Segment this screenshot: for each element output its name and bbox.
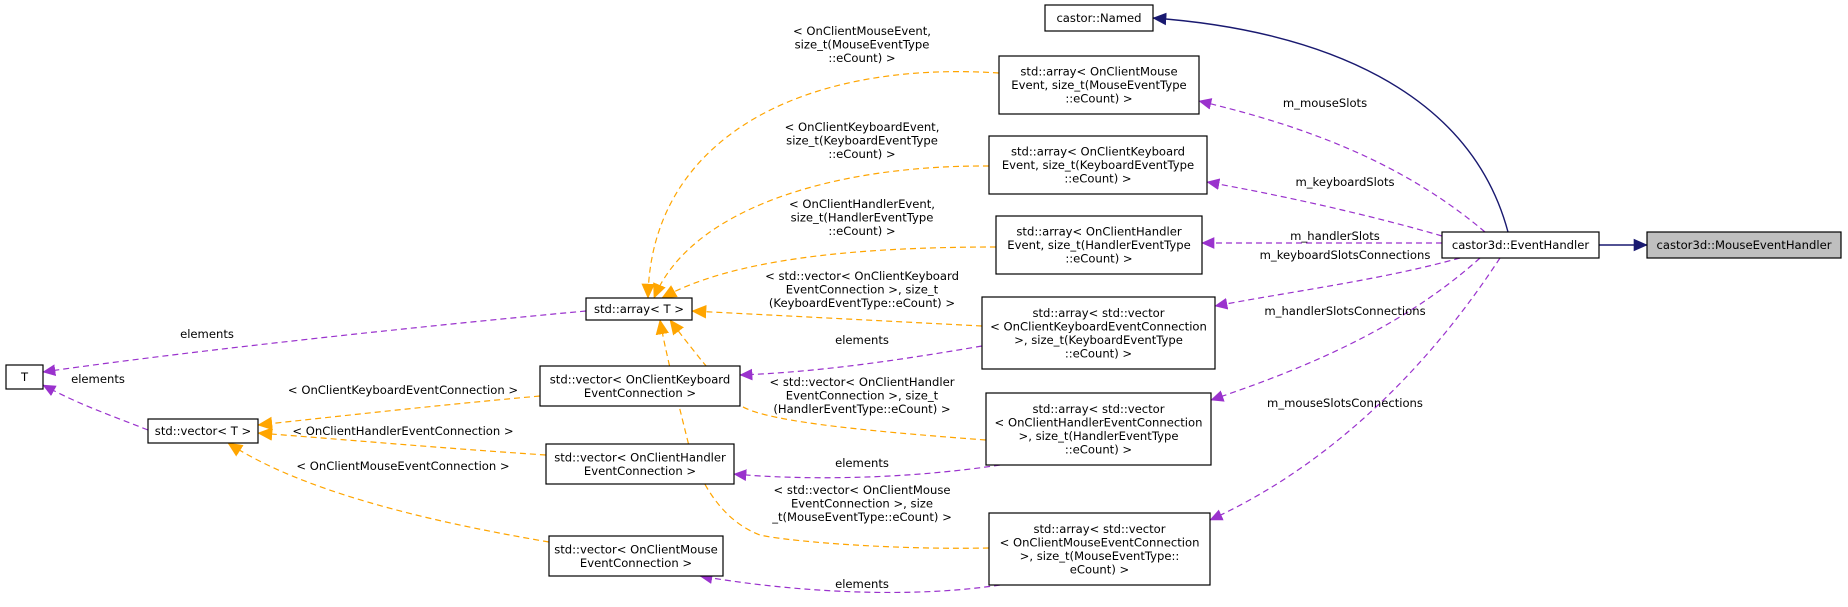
edge-label-use-vector-t-elements: elements <box>71 372 125 386</box>
node-named[interactable]: castor::Named <box>1044 4 1154 32</box>
edge-inherit-named <box>1152 12 1509 233</box>
edge-tpl-array-vec-mouse <box>655 319 990 549</box>
edge-tpl-vector-mouse <box>227 442 550 543</box>
node-box-named <box>1044 4 1154 32</box>
node-box-mouse-event-handler <box>1646 231 1842 259</box>
edge-label-use-keyboard-conn: m_keyboardSlotsConnections <box>1260 248 1431 262</box>
node-box-t <box>5 364 44 390</box>
edge-use-mouse-slots <box>1198 98 1486 233</box>
node-array-vec-mouse[interactable]: std::array< std::vector< OnClientMouseEv… <box>988 512 1211 586</box>
node-box-array-handler <box>995 215 1203 275</box>
node-box-vector-mouse <box>548 535 724 577</box>
edge-use-vkb-elements <box>739 345 983 381</box>
edge-use-mouse-conn <box>1209 257 1501 521</box>
edge-tpl-array-keyboard <box>653 165 990 299</box>
node-box-array-vec-keyboard <box>981 296 1216 370</box>
edge-tpl-vector-handler <box>257 427 547 456</box>
edge-use-vector-t-elements <box>42 384 149 431</box>
edge-label-use-handler-slots: m_handlerSlots <box>1290 229 1380 243</box>
node-label-t: T <box>20 370 29 384</box>
node-box-std-vector-t <box>147 418 259 444</box>
edge-label-use-keyboard-slots: m_keyboardSlots <box>1295 175 1394 189</box>
node-std-array-t[interactable]: std::array< T > <box>585 297 693 321</box>
node-label-std-array-t: std::array< T > <box>594 302 684 316</box>
edge-use-vms-elements <box>699 572 1001 594</box>
node-array-vec-keyboard[interactable]: std::array< std::vector< OnClientKeyboar… <box>981 296 1216 370</box>
node-box-array-vec-mouse <box>988 512 1211 586</box>
edge-label-use-vms-elements: elements <box>835 577 889 591</box>
edge-label-tpl-array-keyboard: < OnClientKeyboardEvent,size_t(KeyboardE… <box>785 120 940 161</box>
node-box-vector-keyboard <box>539 365 741 407</box>
edge-tpl-vector-keyboard <box>257 395 541 431</box>
edge-use-keyboard-slots <box>1206 178 1443 237</box>
edge-tpl-array-vec-handler <box>669 319 987 441</box>
node-label-std-vector-t: std::vector< T > <box>155 424 251 438</box>
node-array-vec-handler[interactable]: std::array< std::vector< OnClientHandler… <box>985 392 1212 466</box>
node-mouse-event-handler[interactable]: castor3d::MouseEventHandler <box>1646 231 1842 259</box>
edge-use-array-t-elements <box>42 310 587 377</box>
node-t[interactable]: T <box>5 364 44 390</box>
edge-label-use-mouse-conn: m_mouseSlotsConnections <box>1267 396 1423 410</box>
edge-tpl-array-mouse <box>641 71 1000 299</box>
node-label-named: castor::Named <box>1056 11 1141 25</box>
node-label-array-vec-handler: std::array< std::vector< OnClientHandler… <box>995 402 1203 457</box>
edge-label-use-vkb-elements: elements <box>835 333 889 347</box>
node-box-array-vec-handler <box>985 392 1212 466</box>
edge-label-tpl-array-mouse: < OnClientMouseEvent,size_t(MouseEventTy… <box>793 24 931 65</box>
edge-label-use-array-t-elements: elements <box>180 327 234 341</box>
edge-label-use-handler-conn: m_handlerSlotsConnections <box>1264 304 1425 318</box>
edge-label-tpl-vector-handler: < OnClientHandlerEventConnection > <box>292 424 513 438</box>
node-label-array-vec-mouse: std::array< std::vector< OnClientMouseEv… <box>1000 522 1200 577</box>
edge-use-handler-conn <box>1210 257 1481 402</box>
node-box-vector-handler <box>545 443 735 485</box>
edge-label-tpl-vector-keyboard: < OnClientKeyboardEventConnection > <box>288 383 518 397</box>
edge-label-tpl-vector-mouse: < OnClientMouseEventConnection > <box>296 459 509 473</box>
node-label-mouse-event-handler: castor3d::MouseEventHandler <box>1657 238 1832 252</box>
edge-label-use-vhd-elements: elements <box>835 456 889 470</box>
node-box-std-array-t <box>585 297 693 321</box>
node-std-vector-t[interactable]: std::vector< T > <box>147 418 259 444</box>
node-box-array-mouse <box>998 55 1200 115</box>
node-event-handler[interactable]: castor3d::EventHandler <box>1441 231 1600 259</box>
node-label-event-handler: castor3d::EventHandler <box>1452 238 1590 252</box>
node-box-array-keyboard <box>988 135 1208 195</box>
node-box-event-handler <box>1441 231 1600 259</box>
edge-tpl-array-vec-keyboard <box>691 304 983 327</box>
edge-label-tpl-array-handler: < OnClientHandlerEvent,size_t(HandlerEve… <box>789 197 935 238</box>
edge-use-keyboard-conn <box>1214 257 1461 310</box>
node-label-array-vec-keyboard: std::array< std::vector< OnClientKeyboar… <box>990 306 1207 361</box>
edge-label-use-mouse-slots: m_mouseSlots <box>1283 96 1367 110</box>
